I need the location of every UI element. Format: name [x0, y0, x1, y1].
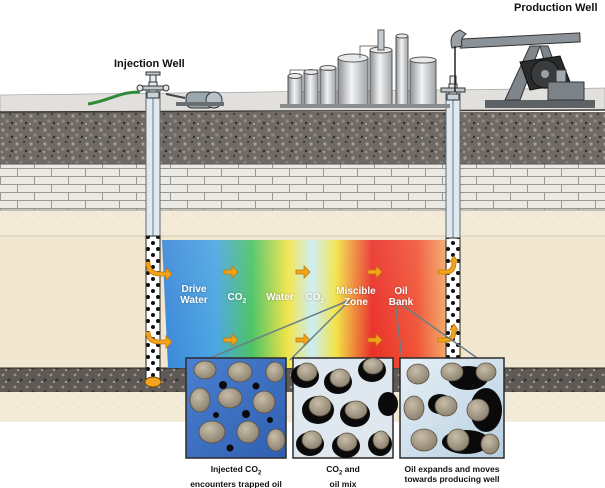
zone-co2-a-main: CO	[227, 292, 243, 303]
caption-panel-1-main: Injected CO	[210, 464, 258, 474]
injection-wellhead	[136, 71, 170, 99]
flow-arrows-upper	[145, 255, 459, 281]
zone-oil-bank: Oil Bank	[384, 286, 418, 308]
production-well-label: Production Well	[514, 2, 598, 14]
production-wellhead	[440, 75, 466, 101]
pump-jack	[450, 29, 595, 108]
top-rock-layer	[0, 112, 605, 164]
zone-oil-bank-line1: Oil	[394, 286, 408, 297]
caption-panel-1-line2: encounters trapped oil	[190, 478, 282, 488]
caption-panel-3: Oil expands and moves towards producing …	[394, 464, 510, 484]
zone-drive-water-line1: Drive	[181, 284, 207, 295]
caption-panel-3-line1: Oil expands and moves	[404, 464, 500, 474]
zone-co2-a: CO2	[222, 292, 252, 307]
zone-drive-water: Drive Water	[172, 284, 216, 306]
brick-layer	[0, 164, 605, 210]
caption-panel-2-line1: CO2 and	[300, 464, 386, 479]
injection-well-label: Injection Well	[114, 58, 185, 70]
caption-panel-2-rest: and	[342, 464, 360, 474]
injection-pump	[87, 90, 224, 109]
pore-panel-3	[399, 357, 505, 459]
callout-lines	[204, 299, 481, 361]
caption-panel-1-sub: 2	[257, 470, 262, 477]
zone-water: Water	[260, 292, 300, 303]
caption-panel-1: Injected CO2 encounters trapped oil	[178, 464, 294, 488]
zone-drive-water-line2: Water	[180, 295, 208, 306]
caption-panel-3-line2: towards producing well	[404, 474, 500, 484]
caption-panel-1-line1: Injected CO2	[178, 464, 294, 479]
caption-panel-2-sub: 2	[338, 470, 343, 477]
zone-co2-b: CO2	[300, 292, 330, 307]
zone-oil-bank-line2: Bank	[388, 297, 414, 308]
caption-panel-2-main: CO	[326, 464, 339, 474]
sandstone-layer-top	[0, 210, 605, 236]
zone-miscible-line1: Miscible	[336, 286, 376, 297]
zone-water-text: Water	[266, 292, 294, 303]
zone-co2-b-main: CO	[305, 292, 321, 303]
caption-panel-2-line2: oil mix	[329, 478, 357, 488]
flow-arrows-lower	[145, 323, 459, 349]
pore-panel-2	[291, 357, 398, 459]
zone-co2-a-sub: 2	[242, 298, 247, 305]
caption-panel-2: CO2 and oil mix	[300, 464, 386, 488]
zone-miscible: Miscible Zone	[330, 286, 382, 308]
zone-miscible-line2: Zone	[344, 297, 368, 308]
zone-co2-b-sub: 2	[320, 298, 325, 305]
pore-panel-1	[185, 357, 287, 459]
processing-facility	[280, 29, 450, 108]
